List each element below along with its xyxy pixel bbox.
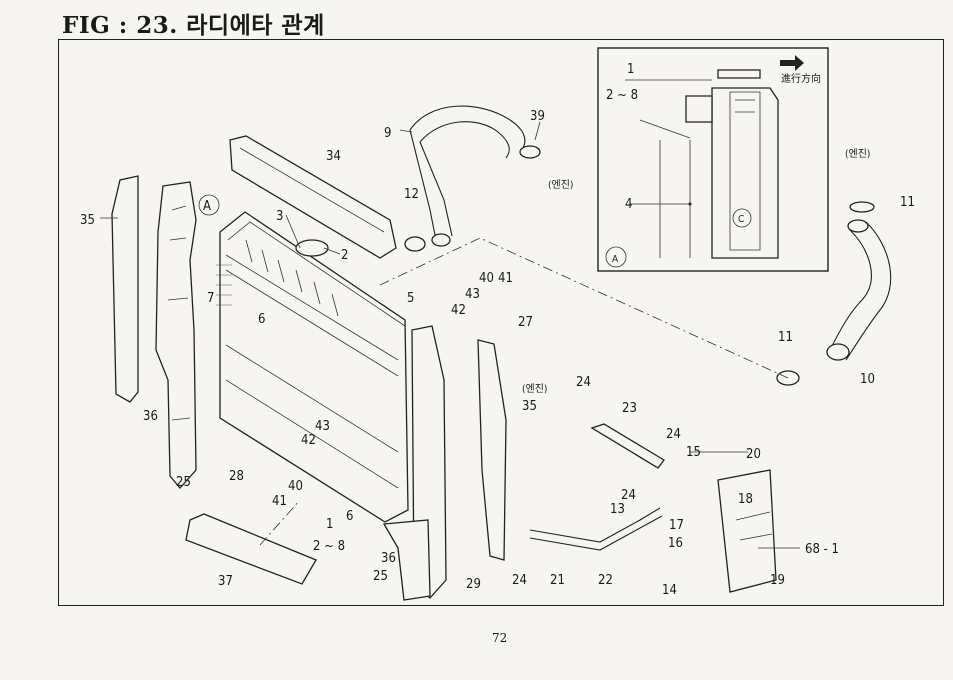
callout-12: 12 [404,187,419,202]
direction-label: 進行方向 [781,72,821,85]
callout-24a: 24 [576,375,591,390]
callout-23: 23 [622,401,637,416]
callout-7: 7 [207,291,214,306]
callout-18: 18 [738,492,753,507]
engine-note-upper: (엔진) [548,179,573,191]
callout-41a: 41 [498,271,513,286]
callout-42a: 42 [451,303,466,318]
lower-hose [776,201,892,386]
callout-68-1: 68 - 1 [805,542,839,557]
callout-35a: 35 [80,213,95,228]
callout-25b: 25 [373,569,388,584]
callout-24c: 24 [621,488,636,503]
callout-circle-a: A [203,199,211,214]
inset-ref-4: 4 [625,197,632,212]
callout-28: 28 [229,469,244,484]
callout-24b: 24 [666,427,681,442]
callout-22: 22 [598,573,613,588]
inset-circle-c: C [738,214,744,225]
callout-13: 13 [610,502,625,517]
inset-detail: 進行方向 1 2 ~ 8 4 C A [597,47,829,272]
overflow-line [185,423,777,593]
callout-27: 27 [518,315,533,330]
callout-9: 9 [384,126,391,141]
callout-20: 20 [746,447,761,462]
upper-hose [404,105,541,252]
callout-25a: 25 [176,475,191,490]
callout-2: 2 [341,248,348,263]
callout-6b: 6 [346,509,353,524]
callout-10: 10 [860,372,875,387]
callout-3: 3 [276,209,283,224]
callout-43a: 43 [465,287,480,302]
callout-5: 5 [407,291,414,306]
callout-41b: 41 [272,494,287,509]
left-shroud [111,175,197,489]
callout-11a: 11 [900,195,915,210]
callout-19: 19 [770,573,785,588]
callout-1-range: 2 ~ 8 [313,539,345,554]
callout-29: 29 [466,577,481,592]
inset-ref-range: 2 ~ 8 [606,88,638,103]
callout-42b: 42 [301,433,316,448]
callout-37: 37 [218,574,233,589]
callout-21: 21 [550,573,565,588]
callout-14: 14 [662,583,677,598]
callout-36a: 36 [143,409,158,424]
engine-note-shroud: (엔진) [522,383,547,395]
callout-15: 15 [686,445,701,460]
callout-17: 17 [669,518,684,533]
callout-labels: A 35 34 3 2 9 12 39 (엔진) (엔진) 11 11 10 7… [80,109,915,598]
callout-24d: 24 [512,573,527,588]
radiator-core [216,211,409,523]
callout-11b: 11 [778,330,793,345]
page-number: 72 [492,631,508,645]
callout-1: 1 [326,517,333,532]
right-shroud [382,325,507,601]
callout-43b: 43 [315,419,330,434]
callout-6a: 6 [258,312,265,327]
leader-lines [100,121,800,549]
callout-16: 16 [668,536,683,551]
callout-34: 34 [326,149,341,164]
callout-39: 39 [530,109,545,124]
callout-40a: 40 [479,271,494,286]
callout-40b: 40 [288,479,303,494]
callout-35b: 35 [522,399,537,414]
diagram-frame [58,39,944,606]
upper-baffle [229,135,397,259]
callout-36b: 36 [381,551,396,566]
figure-title: FIG : 23. 라디에타 관계 [62,12,325,39]
inset-circle-a: A [612,254,619,265]
inset-ref-1: 1 [627,62,634,77]
engine-note-right: (엔진) [845,148,870,160]
